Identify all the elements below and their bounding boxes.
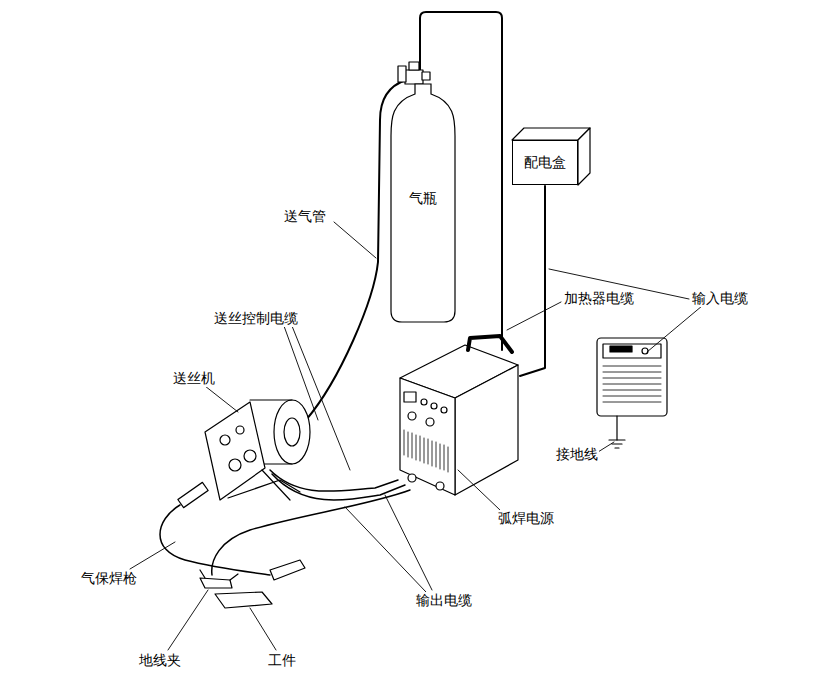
part-label: 工件 xyxy=(267,652,297,669)
gas-heater xyxy=(597,338,667,416)
part-label: 接地线 xyxy=(555,446,599,463)
box-3d-faces xyxy=(512,128,590,185)
welding-torch xyxy=(160,482,305,580)
part-label: 弧焊电源 xyxy=(497,510,555,527)
input-cable xyxy=(520,186,545,376)
part-label: 送丝控制电缆 xyxy=(213,310,299,327)
part-label: 输出电缆 xyxy=(415,592,473,609)
workpiece xyxy=(215,592,272,608)
output-cable xyxy=(272,474,405,500)
cylinder-body xyxy=(391,84,455,322)
gas-cylinder: 气瓶 xyxy=(390,78,456,323)
clamp-cable xyxy=(212,490,410,575)
part-label: 加热器电缆 xyxy=(563,290,635,307)
part-label: 送丝机 xyxy=(172,370,216,387)
part-label: 地线夹 xyxy=(138,652,182,669)
ground-clamp xyxy=(200,570,238,588)
distribution-box: 配电盒 xyxy=(512,140,578,185)
part-label: 送气管 xyxy=(283,208,327,225)
part-label: 输入电缆 xyxy=(691,290,749,307)
cylinder-valve xyxy=(398,62,430,84)
node-text: 气瓶 xyxy=(390,190,456,207)
part-label: 气保焊枪 xyxy=(80,570,138,587)
node-text: 配电盒 xyxy=(524,154,566,171)
